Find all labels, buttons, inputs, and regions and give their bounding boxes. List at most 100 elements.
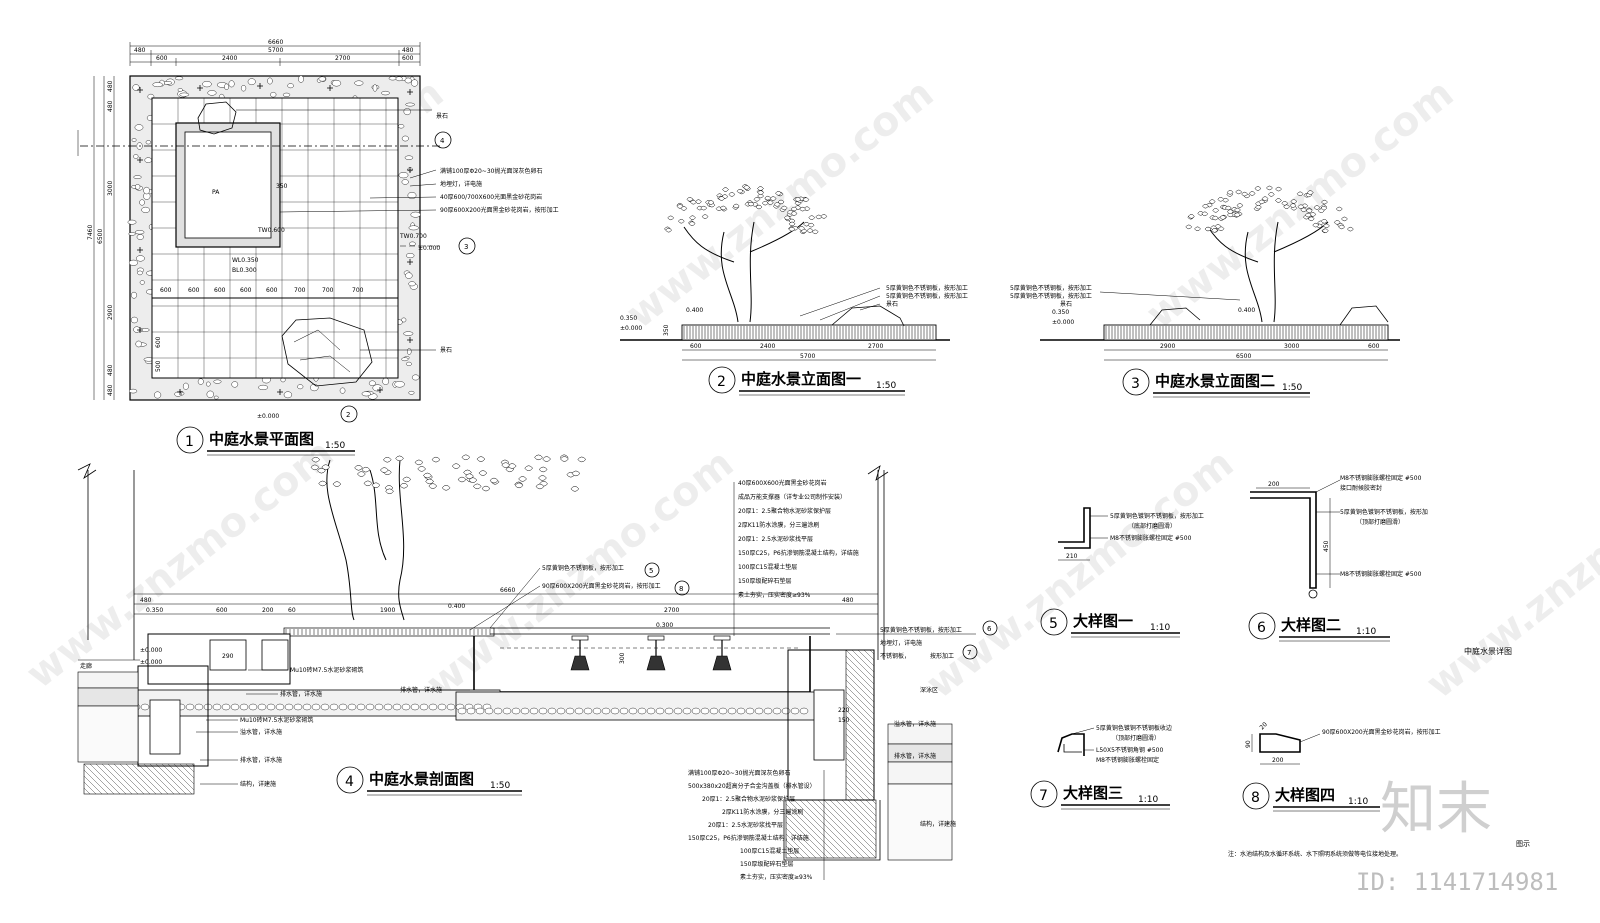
- title-2-scale: 1:50: [876, 381, 896, 391]
- basin-wall-elev2: [1103, 324, 1389, 341]
- plan-callout-3: 40厚600/700X600光面黑金砂花岗岩: [440, 193, 542, 201]
- section-left-0: 走廊: [80, 662, 92, 670]
- legend-text: 图示: [1516, 840, 1530, 848]
- left-structure-hatch: [83, 763, 195, 795]
- title-6-num: 6: [1257, 620, 1266, 636]
- detail7-callout-1: （顶部打磨圆滑）: [1112, 734, 1160, 742]
- title-6-text: 大样图二: [1281, 616, 1341, 634]
- deck-hatch: [285, 629, 491, 635]
- watermark-brand: 知末: [1380, 777, 1492, 842]
- section-top-stack-7: 150厚级配碎石垫层: [738, 577, 791, 585]
- detail6-dim-0: 200: [1268, 481, 1280, 488]
- section-right-7: 结构，详建施: [920, 820, 956, 828]
- plan-level-5: ±0.000: [418, 245, 440, 252]
- elev1-callout-1: 5厚黄铜色不锈钢板，按形加工: [886, 292, 968, 300]
- section-top-stack-6: 100厚C15混凝土垫层: [738, 563, 797, 571]
- right-structure-hatch: [845, 649, 875, 801]
- elev2-total: 6500: [1236, 353, 1251, 360]
- plan-level-1: TW0.600: [257, 227, 285, 234]
- deck-granite: [283, 627, 495, 637]
- section-left-7: 排水管，详水施: [400, 686, 442, 694]
- plan-callout-1: 满铺100厚Φ20~30抛光面深灰色卵石: [440, 167, 542, 175]
- section-top-stack-0: 40厚600X600光面黑金砂花岗岩: [738, 479, 827, 487]
- elev1-callout-2: 景石: [886, 301, 898, 308]
- title-8-scale: 1:10: [1348, 797, 1368, 807]
- section-level-1: ±0.000: [140, 647, 162, 654]
- plan-callout-4: 90厚600X200光面黑金砂花岗岩，按形加工: [440, 206, 559, 214]
- section-level-0: 0.350: [146, 607, 163, 614]
- section-dim-1: 600: [216, 607, 228, 614]
- plan-dim-left-mid: 6500: [97, 229, 104, 244]
- section-dim-4: 1900: [380, 607, 395, 614]
- section-right-6: 排水管，详水施: [894, 752, 936, 760]
- detail-6-view: 200 450 M8不锈钢膨胀螺栓固定 #500 接口耐候胶密封 5厚黄铜色镀铜…: [1250, 474, 1428, 599]
- pool-foundation: [455, 691, 817, 721]
- plan-dim-left-0: 480: [107, 80, 114, 92]
- section-mark-2-text: 2: [346, 411, 350, 419]
- plan-dim-top-0: 480: [134, 47, 146, 54]
- title-7-scale: 1:10: [1138, 795, 1158, 805]
- section-top-stack-8: 素土夯实，压实密度≥93%: [738, 591, 811, 599]
- title-8-num: 8: [1251, 790, 1260, 806]
- section-right-0: 5厚黄铜色不锈钢板，按形加工: [880, 626, 962, 634]
- section-right-1: 地埋灯，详电施: [880, 639, 922, 647]
- section-bottom-stack-8: 素土夯实，压实密度≥93%: [740, 873, 813, 881]
- section-dim-0: 480: [140, 597, 152, 604]
- detail7-callout-3: M8不锈钢膨胀螺栓固定: [1096, 756, 1159, 764]
- section-left-5: 排水管，详水施: [240, 756, 282, 764]
- basin-label: PA: [212, 189, 220, 196]
- elev1-rock: [831, 305, 905, 327]
- title-4-text: 中庭水景剖面图: [369, 770, 474, 788]
- detail6-callout-3: （顶部打磨圆滑）: [1356, 518, 1404, 526]
- plan-dim-detail-0: 600: [156, 55, 168, 62]
- detail-ref-6: [982, 620, 998, 636]
- elev1-dim-0: 600: [690, 343, 702, 350]
- elev2-rock-right: [1339, 305, 1389, 326]
- title-block-8: 8 大样图四 1:10: [1242, 782, 1380, 812]
- detail6-dim-1: 450: [1323, 540, 1330, 552]
- gravel-bed: [131, 703, 809, 715]
- plan-callout-2: 地埋灯，详电施: [440, 180, 482, 188]
- section-small-0: 290: [222, 653, 234, 660]
- plan-grid-dim-7: 700: [352, 287, 364, 294]
- title-1-text: 中庭水景平面图: [209, 430, 314, 448]
- detail5-callout-0: 5厚黄铜色镀铜不锈钢板，按形加工: [1110, 512, 1204, 520]
- title-4-num: 4: [345, 774, 354, 790]
- title-5-scale: 1:10: [1150, 623, 1170, 633]
- elev2-level-top: 0.400: [1238, 307, 1255, 314]
- title-5-num: 5: [1049, 616, 1058, 632]
- detail5-callout-1: （底部打磨圆滑）: [1128, 522, 1176, 530]
- elevation-1-view: 600 2400 2700 5700 0.400 0.350 ±0.000 35…: [620, 184, 968, 361]
- plan-grid-dim-2: 600: [214, 287, 226, 294]
- title-5-text: 大样图一: [1073, 612, 1133, 630]
- detail-ref-8-text: 8: [679, 585, 683, 593]
- title-3-text: 中庭水景立面图二: [1155, 372, 1275, 390]
- plan-grid-dim-4: 600: [266, 287, 278, 294]
- detail8-dim-2: 20: [1258, 721, 1268, 731]
- basin-inner: [184, 131, 272, 239]
- tree-section-overhang: [310, 454, 587, 621]
- section-left-1: Mu10砖M7.5水泥砂浆砌筑: [290, 666, 363, 674]
- plan-level-3: BL0.300: [232, 267, 257, 274]
- section-top-stack-1: 成品万能支撑器（详专业公司制作安装）: [738, 493, 846, 501]
- title-6-scale: 1:10: [1356, 627, 1376, 637]
- section-dim-6: 480: [842, 597, 854, 604]
- section-bottom-stack-3: 2厚K11防水涂膜，分三遍涂刷: [722, 808, 803, 816]
- detail6-callout-2: 5厚黄铜色镀铜不锈钢板，按形加: [1340, 508, 1428, 516]
- title-3-scale: 1:50: [1282, 383, 1302, 393]
- detail-ref-8: [674, 580, 690, 596]
- section-dim-2: 200: [262, 607, 274, 614]
- section-top-stack-2: 20厚1：2.5聚合物水泥砂浆保护层: [738, 507, 831, 515]
- section-mark-3: [458, 237, 476, 255]
- detail6-callout-1: 接口耐候胶密封: [1340, 484, 1382, 492]
- wall-hatch-elev2: [1105, 326, 1386, 339]
- watermark-site-6: www.znzmo.com: [918, 440, 1242, 708]
- section-mark-4: [434, 131, 452, 149]
- title-block-6: 6 大样图二 1:10: [1248, 612, 1390, 642]
- title-7-num: 7: [1039, 788, 1048, 804]
- plan-grid-dim-6: 700: [322, 287, 334, 294]
- elev2-dim-2: 600: [1368, 343, 1380, 350]
- detail8-dim-0: 200: [1272, 757, 1284, 764]
- section-left-6: 结构，详建施: [240, 780, 276, 788]
